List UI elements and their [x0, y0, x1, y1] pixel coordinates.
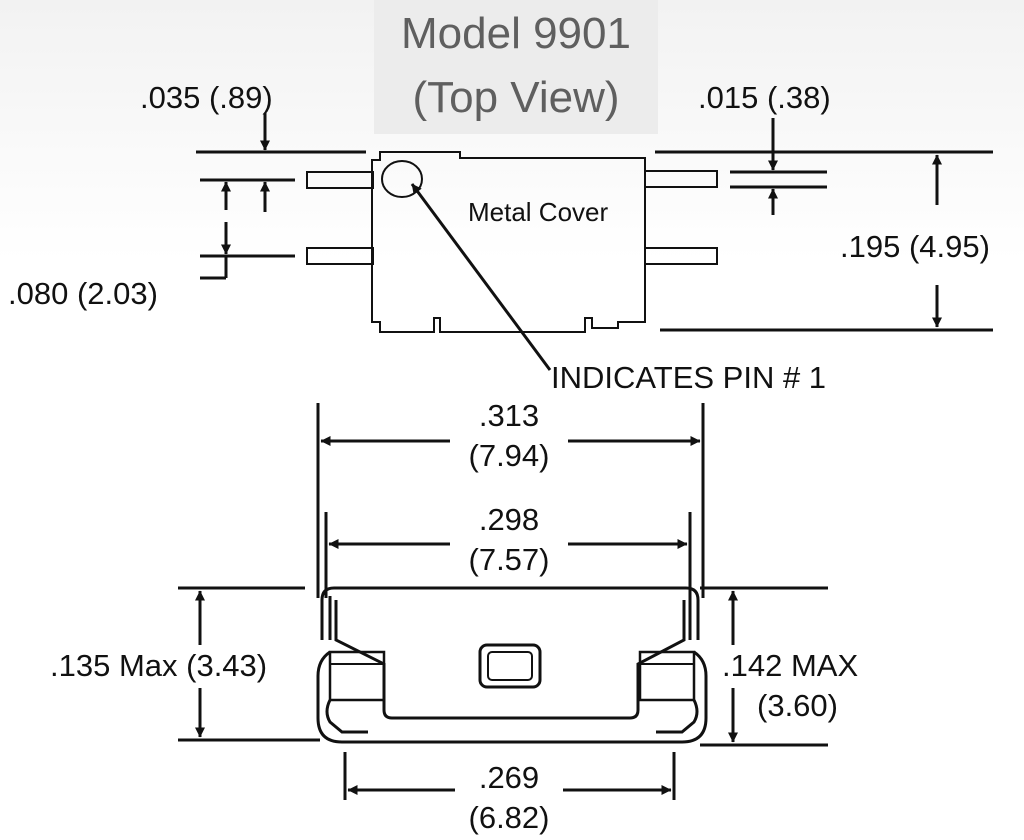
pin1-indicator-circle [381, 160, 423, 198]
dim-label-height-left: .135 Max (3.43) [50, 648, 268, 683]
dim-label-base-width-inch: .269 [478, 760, 540, 795]
pin-right-bottom [644, 247, 718, 265]
dim-label-height-right-mm: (3.60) [757, 688, 838, 723]
dim-label-inner-width-inch: .298 [478, 502, 540, 537]
dim-label-body-height: .195 (4.95) [840, 229, 990, 264]
dim-label-overall-width-mm: (7.94) [468, 438, 550, 473]
side-view [178, 403, 828, 800]
dim-label-overall-width-inch: .313 [478, 398, 540, 433]
title-line-2: (Top View) [412, 73, 620, 122]
pin-right-top [644, 170, 718, 188]
pin1-label: INDICATES PIN # 1 [551, 360, 827, 395]
package-body [371, 151, 646, 333]
dim-label-base-width-mm: (6.82) [468, 800, 550, 835]
dim-label-pin-spacing: .080 (2.03) [8, 276, 158, 311]
package-side-profile [316, 586, 708, 744]
title-line-1: Model 9901 [401, 9, 631, 58]
dim-label-height-right-inch: .142 MAX [722, 648, 859, 683]
title-box [374, 0, 658, 134]
pin1-leader [410, 183, 552, 371]
pin-left-top [306, 171, 374, 189]
pin-left-bottom [306, 247, 374, 265]
dim-label-pin-width: .035 (.89) [140, 80, 273, 115]
dim-label-inner-width-mm: (7.57) [468, 542, 550, 577]
dim-label-pin-thickness: .015 (.38) [698, 80, 831, 115]
metal-cover-label: Metal Cover [468, 197, 609, 227]
top-view [196, 113, 993, 371]
